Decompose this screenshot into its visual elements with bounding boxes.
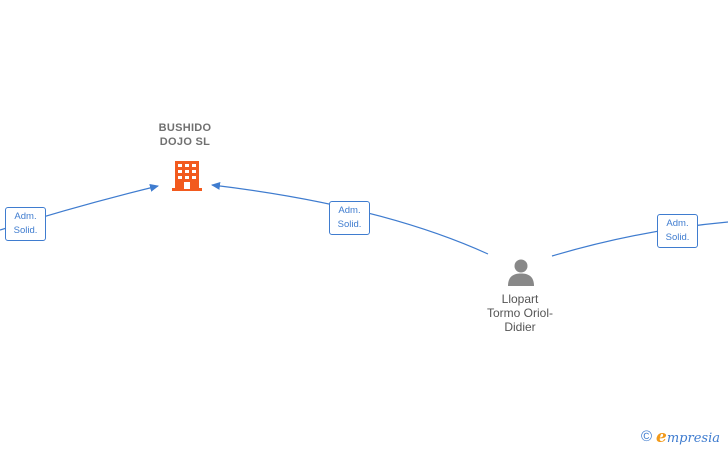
company-name-line-1: BUSHIDO xyxy=(158,122,212,134)
edge-person-to-right xyxy=(551,221,728,257)
person-name-line-2: Tormo Oriol- xyxy=(486,306,553,320)
relation-role-line: Adm. xyxy=(14,211,37,222)
relation-role-line: Solid. xyxy=(665,232,690,243)
relation-badge-center[interactable]: Adm. Solid. xyxy=(329,201,370,235)
person-name-line-3: Didier xyxy=(504,320,536,334)
company-name-line-2: DOJO SL xyxy=(159,136,211,148)
brand-name: mpresia xyxy=(666,431,720,446)
company-name[interactable]: BUSHIDO DOJO SL xyxy=(140,121,230,149)
building-icon[interactable] xyxy=(170,158,204,192)
brand-logo[interactable]: empresia xyxy=(656,427,720,447)
person-icon[interactable] xyxy=(506,257,536,287)
person-name-line-1: Llopart xyxy=(501,292,539,306)
person-name[interactable]: Llopart Tormo Oriol- Didier xyxy=(470,292,570,334)
brand-footer: © empresia xyxy=(640,427,720,447)
relation-role-line: Adm. xyxy=(338,205,361,216)
copyright-icon: © xyxy=(640,428,653,445)
relation-role-line: Adm. xyxy=(666,218,689,229)
brand-initial: e xyxy=(656,427,667,447)
relation-role-line: Solid. xyxy=(13,225,38,236)
relation-badge-left[interactable]: Adm. Solid. xyxy=(5,207,46,241)
relation-badge-right[interactable]: Adm. Solid. xyxy=(657,214,698,248)
relation-role-line: Solid. xyxy=(337,219,362,230)
